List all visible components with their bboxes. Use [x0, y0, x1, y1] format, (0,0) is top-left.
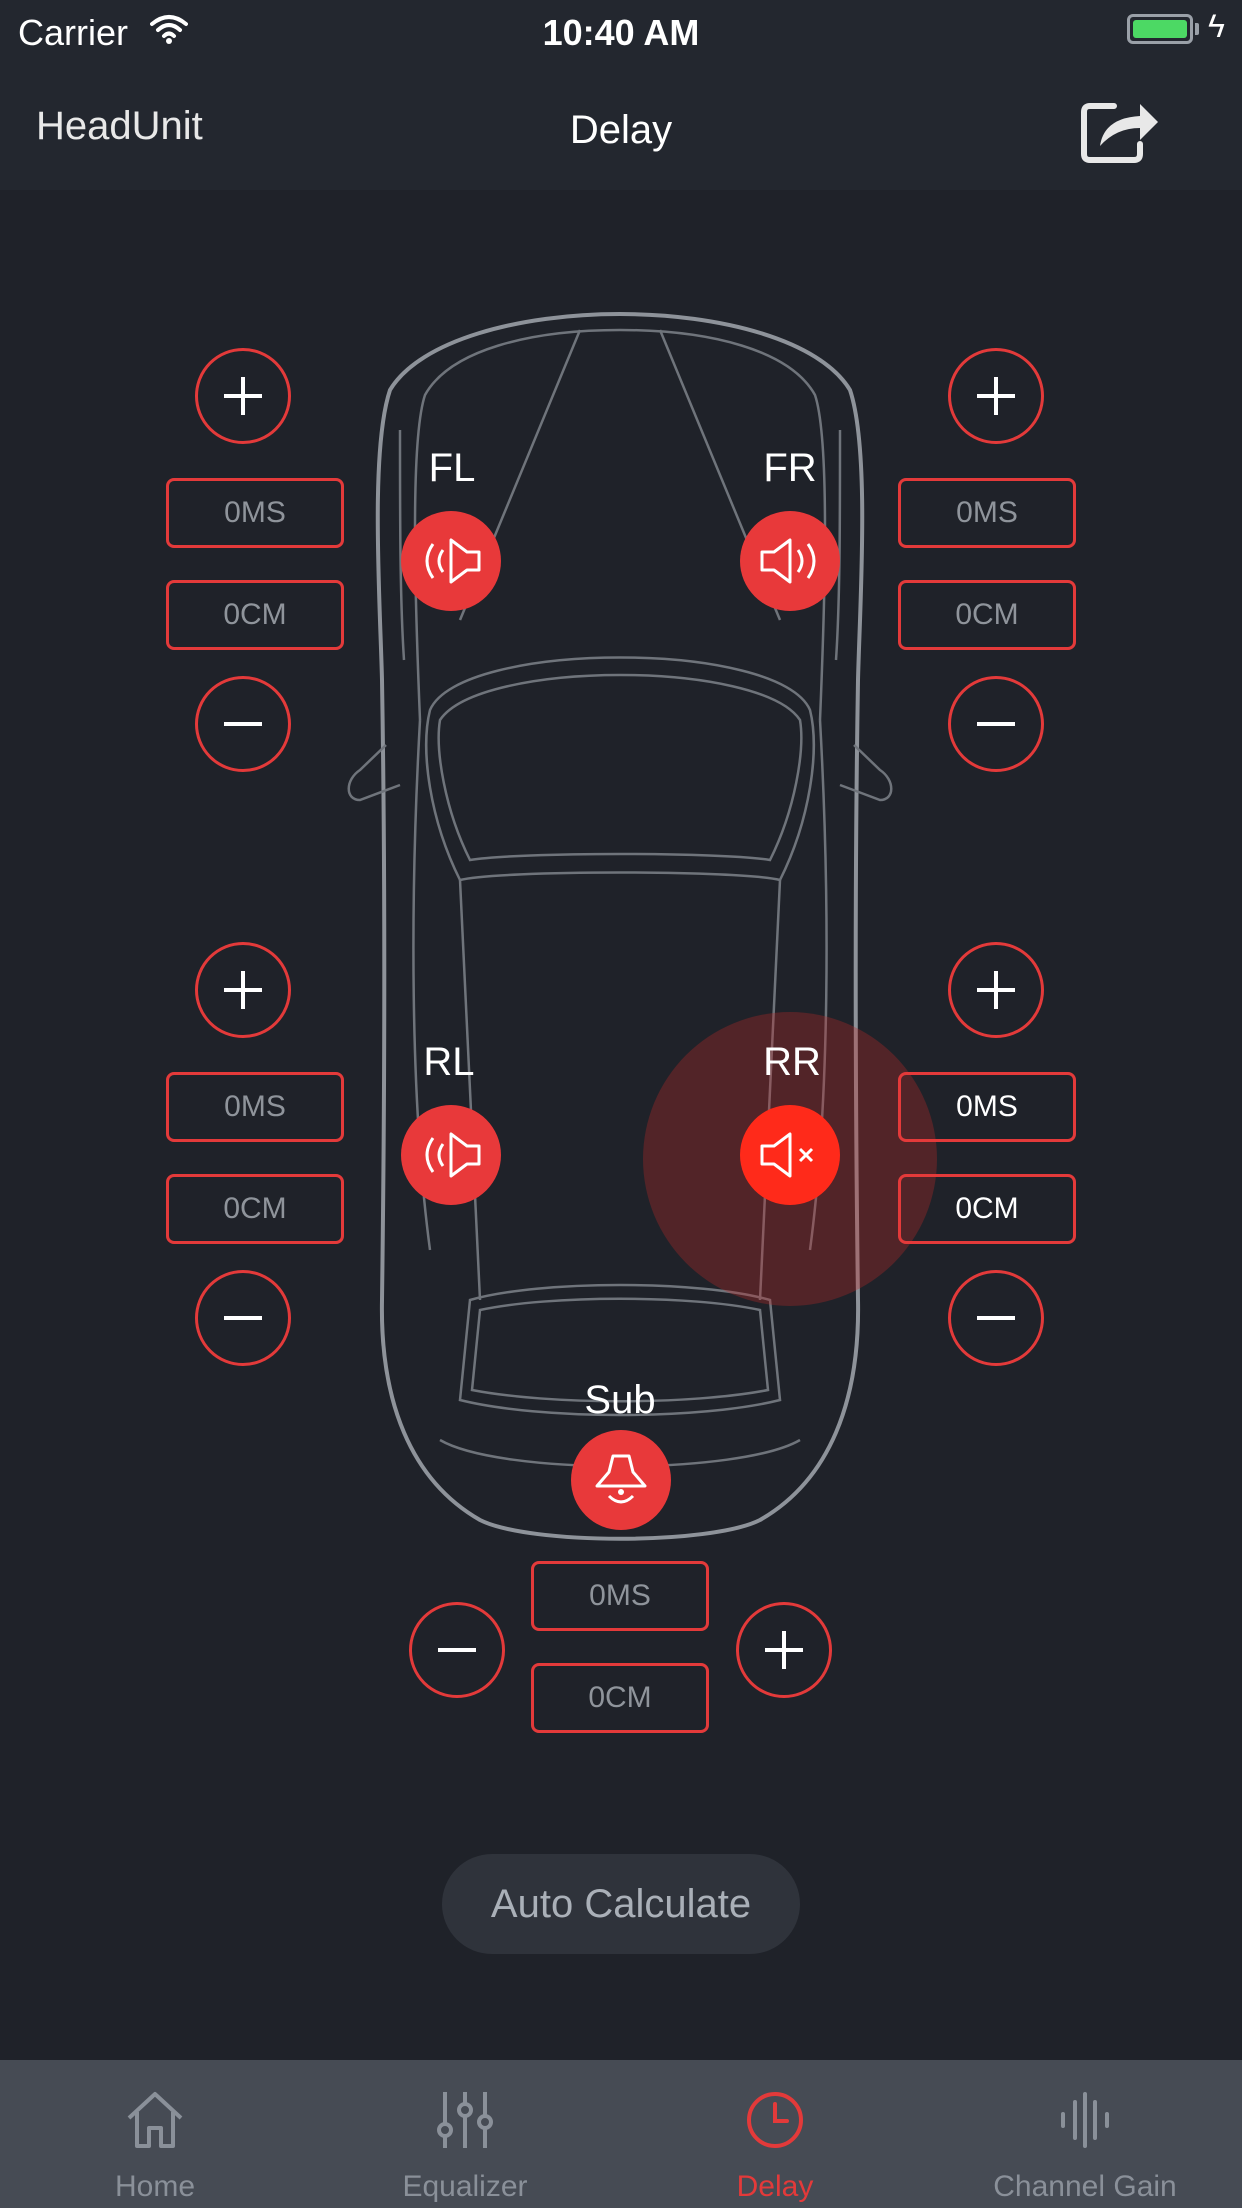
speaker-rl-button[interactable] [401, 1105, 501, 1205]
tab-delay[interactable]: Delay [620, 2060, 930, 2208]
plus-icon [977, 971, 1015, 1009]
status-time: 10:40 AM [542, 12, 700, 53]
minus-icon [977, 1316, 1015, 1320]
carrier-label: Carrier [18, 12, 129, 53]
share-icon[interactable] [1078, 88, 1162, 168]
minus-icon [224, 1316, 262, 1320]
speaker-muted-icon [760, 1132, 814, 1178]
speaker-label-rr: RR [763, 1040, 821, 1084]
page-title: Delay [569, 108, 673, 152]
rr-distance-value[interactable]: 0CM [898, 1174, 1076, 1244]
auto-calculate-button[interactable]: Auto Calculate [442, 1854, 800, 1954]
rl-delay-value[interactable]: 0MS [166, 1072, 344, 1142]
tab-label: Delay [736, 2170, 814, 2203]
sub-distance-value[interactable]: 0CM [531, 1663, 709, 1733]
plus-icon [224, 377, 262, 415]
battery-tip [1195, 23, 1199, 35]
tab-label: Channel Gain [993, 2170, 1177, 2203]
minus-icon [438, 1648, 476, 1652]
battery-level [1133, 20, 1187, 38]
minus-icon [977, 722, 1015, 726]
fl-delay-value[interactable]: 0MS [166, 478, 344, 548]
back-button[interactable]: HeadUnit [36, 104, 203, 148]
tab-home[interactable]: Home [0, 2060, 310, 2208]
speaker-fr-button[interactable] [740, 511, 840, 611]
sub-increase-button[interactable] [736, 1602, 832, 1698]
plus-icon [224, 971, 262, 1009]
plus-icon [765, 1631, 803, 1669]
tab-label: Equalizer [402, 2170, 528, 2203]
rl-increase-button[interactable] [195, 942, 291, 1038]
tab-bar [0, 2060, 1242, 2208]
plus-icon [977, 377, 1015, 415]
fl-increase-button[interactable] [195, 348, 291, 444]
fr-increase-button[interactable] [948, 348, 1044, 444]
tab-label: Home [114, 2170, 196, 2203]
wifi-icon [150, 14, 188, 49]
tab-equalizer[interactable]: Equalizer [310, 2060, 620, 2208]
charging-icon: ϟ [1208, 8, 1225, 44]
sub-decrease-button[interactable] [409, 1602, 505, 1698]
fl-decrease-button[interactable] [195, 676, 291, 772]
speaker-fl-button[interactable] [401, 511, 501, 611]
speaker-label-fl: FL [428, 446, 476, 490]
clock-icon [620, 2088, 930, 2158]
home-icon [0, 2088, 310, 2158]
speaker-label-sub: Sub [584, 1378, 656, 1422]
rr-delay-value[interactable]: 0MS [898, 1072, 1076, 1142]
speaker-icon [425, 538, 481, 584]
equalizer-icon [310, 2088, 620, 2158]
fr-delay-value[interactable]: 0MS [898, 478, 1076, 548]
battery-icon [1127, 14, 1193, 44]
rr-increase-button[interactable] [948, 942, 1044, 1038]
waveform-icon [930, 2088, 1240, 2158]
navigation-bar [0, 62, 1242, 190]
speaker-label-fr: FR [763, 446, 817, 490]
subwoofer-icon [595, 1454, 647, 1504]
fr-distance-value[interactable]: 0CM [898, 580, 1076, 650]
speaker-icon [425, 1132, 481, 1178]
speaker-icon [760, 538, 816, 584]
rl-decrease-button[interactable] [195, 1270, 291, 1366]
tab-channel-gain[interactable]: Channel Gain [930, 2060, 1240, 2208]
fr-decrease-button[interactable] [948, 676, 1044, 772]
status-bar [0, 0, 1242, 62]
rr-decrease-button[interactable] [948, 1270, 1044, 1366]
speaker-rr-button[interactable] [740, 1105, 840, 1205]
minus-icon [224, 722, 262, 726]
rl-distance-value[interactable]: 0CM [166, 1174, 344, 1244]
sub-delay-value[interactable]: 0MS [531, 1561, 709, 1631]
speaker-sub-button[interactable] [571, 1430, 671, 1530]
fl-distance-value[interactable]: 0CM [166, 580, 344, 650]
speaker-label-rl: RL [423, 1040, 475, 1084]
